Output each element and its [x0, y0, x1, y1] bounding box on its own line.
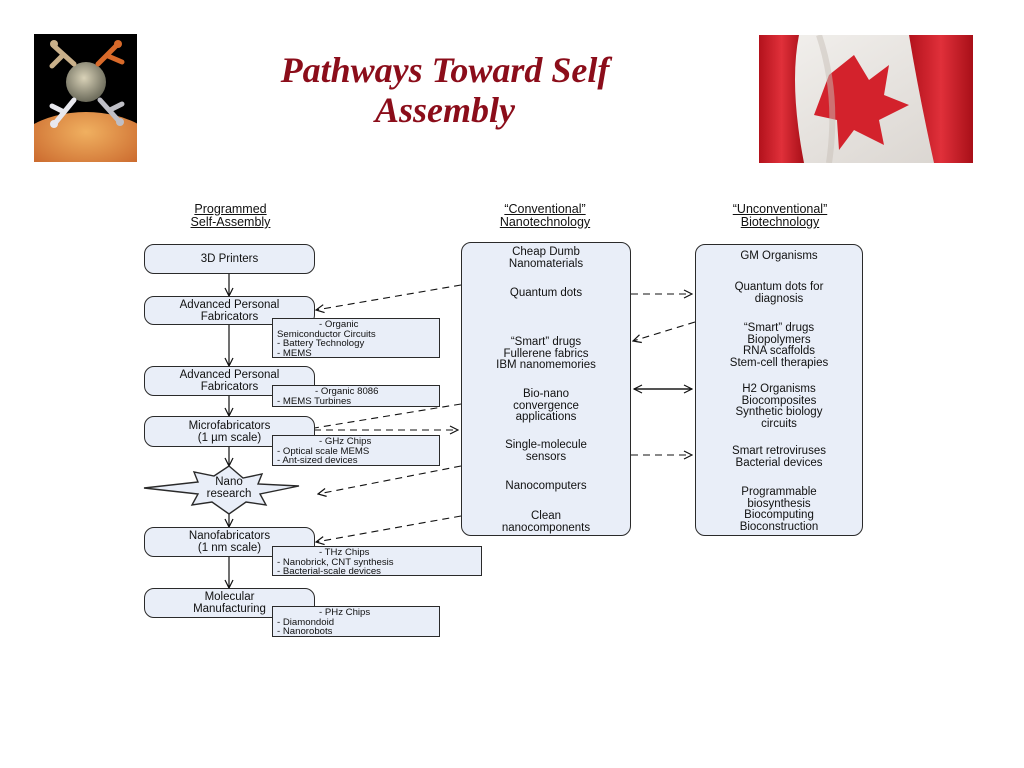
header-conventional-nanotechnology: “Conventional”Nanotechnology [499, 202, 591, 229]
box-3d-printers: 3D Printers [144, 244, 315, 274]
globe-figures-logo [34, 34, 137, 162]
notes-nanofabricators: - THz Chips - Nanobrick, CNT synthesis -… [272, 546, 482, 576]
canada-flag-photo [759, 35, 973, 163]
header-unconventional-biotechnology: “Unconventional”Biotechnology [732, 202, 828, 229]
mid-item-quantum-dots: Quantum dots [509, 287, 583, 299]
box-unconventional-biotechnology [695, 244, 863, 536]
title-line-2: Assembly [375, 90, 515, 130]
right-item-gm-organisms: GM Organisms [740, 250, 818, 262]
notes-apf1: - Organic Semiconductor Circuits - Batte… [272, 318, 440, 358]
page-title: Pathways Toward Self Assembly [180, 50, 710, 130]
title-line-1: Pathways Toward Self [280, 50, 610, 90]
notes-molecular-manufacturing: - PHz Chips - Diamondoid - Nanorobots [272, 606, 440, 637]
box-conventional-nanotechnology [461, 242, 631, 536]
notes-apf2: - Organic 8086 - MEMS Turbines [272, 385, 440, 407]
box-nanofabricators: Nanofabricators(1 nm scale) [144, 527, 315, 557]
mid-item-nanocomputers: Nanocomputers [505, 480, 587, 492]
nano-research-star [143, 465, 300, 515]
notes-microfabricators: - GHz Chips - Optical scale MEMS - Ant-s… [272, 435, 440, 466]
